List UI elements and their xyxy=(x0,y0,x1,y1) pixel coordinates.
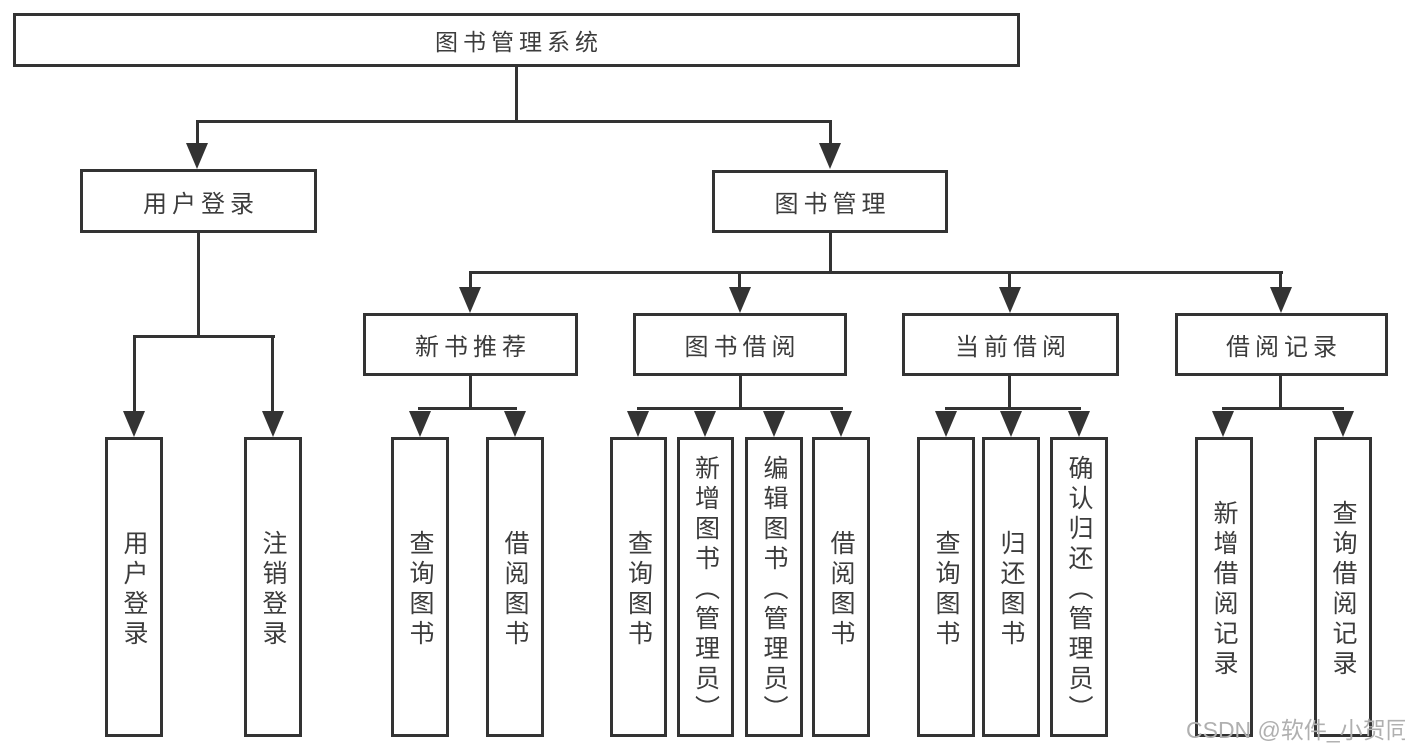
node-label: 借阅图书 xyxy=(827,529,855,650)
arrowhead-icon xyxy=(1332,411,1354,437)
node-label: 查询图书 xyxy=(932,529,960,650)
arrowhead-icon xyxy=(504,411,526,437)
connector-line xyxy=(515,67,518,120)
connector-line xyxy=(196,120,199,145)
node-label: 新书推荐 xyxy=(415,334,531,361)
node-new-book-recommend: 新书推荐 xyxy=(363,313,578,376)
arrowhead-icon xyxy=(1270,287,1292,313)
node-label: 注销登录 xyxy=(259,529,287,650)
connector-line xyxy=(1279,376,1282,409)
node-label: 归还图书 xyxy=(997,529,1025,650)
connector-line xyxy=(829,233,832,274)
arrowhead-icon xyxy=(123,411,145,437)
arrowhead-icon xyxy=(1068,411,1090,437)
node-leaf-current-query-book: 查询图书 xyxy=(917,437,975,737)
node-label: 用户登录 xyxy=(120,529,148,650)
node-book-management: 图书管理 xyxy=(712,170,948,233)
connector-line xyxy=(1279,274,1282,289)
arrowhead-icon xyxy=(409,411,431,437)
connector-line xyxy=(829,120,832,145)
arrowhead-icon xyxy=(935,411,957,437)
connector-line xyxy=(271,338,274,413)
arrowhead-icon xyxy=(1000,411,1022,437)
connector-line xyxy=(1008,274,1011,289)
arrowhead-icon xyxy=(186,143,208,169)
node-label: 新增借阅记录 xyxy=(1210,499,1238,680)
node-label: 图书借阅 xyxy=(684,334,801,361)
connector-line xyxy=(197,233,200,338)
connector-line xyxy=(469,271,1283,274)
arrowhead-icon xyxy=(763,411,785,437)
arrowhead-icon xyxy=(1212,411,1234,437)
connector-line xyxy=(133,338,136,413)
node-label: 查询图书 xyxy=(624,529,653,650)
connector-line xyxy=(739,376,742,409)
connector-line xyxy=(469,274,472,289)
connector-line xyxy=(196,120,832,123)
arrowhead-icon xyxy=(262,411,284,437)
node-label: 编辑图书（管理员） xyxy=(760,454,788,725)
node-label: 新增图书（管理员） xyxy=(691,454,720,725)
connector-line xyxy=(945,407,1081,410)
node-current-borrow: 当前借阅 xyxy=(902,313,1119,376)
node-label: 借阅记录 xyxy=(1226,334,1342,361)
node-label: 查询借阅记录 xyxy=(1329,499,1357,680)
node-leaf-borrow-add-book-admin: 新增图书（管理员） xyxy=(677,437,734,737)
csdn-watermark: CSDN @软件_小贺同学 xyxy=(1186,717,1405,743)
arrowhead-icon xyxy=(830,411,852,437)
node-leaf-logout: 注销登录 xyxy=(244,437,302,737)
node-user-login: 用户登录 xyxy=(80,169,317,233)
node-label: 确认归还（管理员） xyxy=(1065,454,1093,725)
node-label: 图书管理 xyxy=(774,191,891,218)
node-leaf-current-return-book: 归还图书 xyxy=(982,437,1040,737)
node-leaf-current-confirm-return-admin: 确认归还（管理员） xyxy=(1050,437,1108,737)
arrowhead-icon xyxy=(627,411,649,437)
connector-line xyxy=(738,274,741,289)
node-leaf-borrow-query-book: 查询图书 xyxy=(610,437,667,737)
connector-line xyxy=(1008,376,1011,409)
node-leaf-records-add-record: 新增借阅记录 xyxy=(1195,437,1253,737)
arrowhead-icon xyxy=(729,287,751,313)
arrowhead-icon xyxy=(819,143,841,169)
node-label: 借阅图书 xyxy=(501,529,529,650)
node-label: 用户登录 xyxy=(143,190,259,218)
connector-line xyxy=(133,335,275,338)
arrowhead-icon xyxy=(999,287,1021,313)
node-library-management-system: 图书管理系统 xyxy=(13,13,1020,67)
node-label: 图书管理系统 xyxy=(435,29,603,55)
arrowhead-icon xyxy=(459,287,481,313)
node-leaf-recommend-borrow-book: 借阅图书 xyxy=(486,437,544,737)
connector-line xyxy=(469,376,472,409)
connector-line xyxy=(1222,407,1344,410)
node-leaf-borrow-borrow-book: 借阅图书 xyxy=(812,437,870,737)
node-label: 当前借阅 xyxy=(955,334,1071,361)
node-leaf-borrow-edit-book-admin: 编辑图书（管理员） xyxy=(745,437,803,737)
connector-line xyxy=(637,407,843,410)
node-leaf-user-login: 用户登录 xyxy=(105,437,163,737)
arrowhead-icon xyxy=(694,411,716,437)
node-leaf-records-query-record: 查询借阅记录 xyxy=(1314,437,1372,737)
node-label: 查询图书 xyxy=(406,529,434,650)
node-borrow-records: 借阅记录 xyxy=(1175,313,1388,376)
connector-line xyxy=(418,407,517,410)
node-book-borrow: 图书借阅 xyxy=(633,313,847,376)
node-leaf-recommend-query-book: 查询图书 xyxy=(391,437,449,737)
